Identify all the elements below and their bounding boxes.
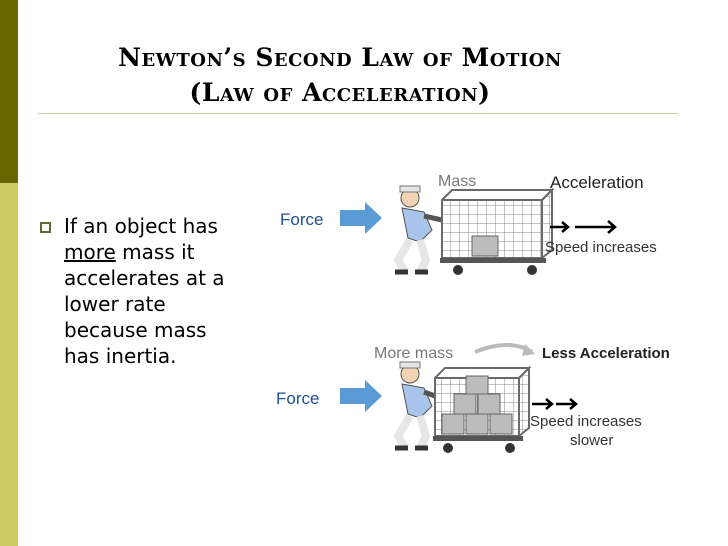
sidebar-top-accent xyxy=(0,0,18,183)
bullet-line-4: lower rate xyxy=(64,292,166,316)
acceleration-label-top: Acceleration xyxy=(550,173,644,192)
bullet-square-icon xyxy=(40,222,51,233)
force-label-bottom: Force xyxy=(276,389,319,408)
cart-bottom-icon xyxy=(433,365,532,453)
bullet-text: If an object has more mass it accelerate… xyxy=(64,213,264,369)
bullet-line-2: more mass it xyxy=(64,239,264,265)
short-arrow-bottom-2 xyxy=(556,398,578,410)
title-line-2: (Law of Acceleration) xyxy=(189,78,491,107)
cart-top-icon xyxy=(440,187,555,275)
mass-label-bottom: More mass xyxy=(374,345,453,362)
short-arrow-bottom xyxy=(532,398,554,410)
force-label-top: Force xyxy=(280,210,323,229)
bullet-line-1: If an object has xyxy=(64,214,218,238)
acceleration-label-bottom: Less Acceleration xyxy=(542,345,670,362)
sidebar-bottom-accent xyxy=(0,183,18,546)
title-line-1: Newton’s Second Law of Motion xyxy=(118,43,562,72)
figure-bottom: More mass Less Acceleration Force Speed … xyxy=(276,343,670,453)
person-top-icon xyxy=(393,185,443,275)
long-arrow-top xyxy=(575,220,617,234)
figure-top: Force Mass Acceleration Speed increases xyxy=(280,173,657,275)
bullet-line-2-rest: mass it xyxy=(115,240,195,264)
bullet-emphasis: more xyxy=(64,240,116,264)
speed-label-bottom-1: Speed increases xyxy=(530,413,642,430)
force-arrow-top xyxy=(340,202,382,234)
mass-label-top: Mass xyxy=(438,173,476,190)
bullet-line-3: accelerates at a xyxy=(64,266,225,290)
bullet-line-6: has inertia. xyxy=(64,344,177,368)
bullet-line-5: because mass xyxy=(64,318,207,342)
speed-label-bottom-2: slower xyxy=(570,432,613,449)
person-bottom-icon xyxy=(393,361,436,451)
force-arrow-bottom xyxy=(340,380,382,412)
slide-title: Newton’s Second Law of Motion (Law of Ac… xyxy=(40,40,640,110)
short-arrow-top xyxy=(550,221,570,233)
speed-label-top: Speed increases xyxy=(545,239,657,256)
title-divider xyxy=(38,113,678,114)
